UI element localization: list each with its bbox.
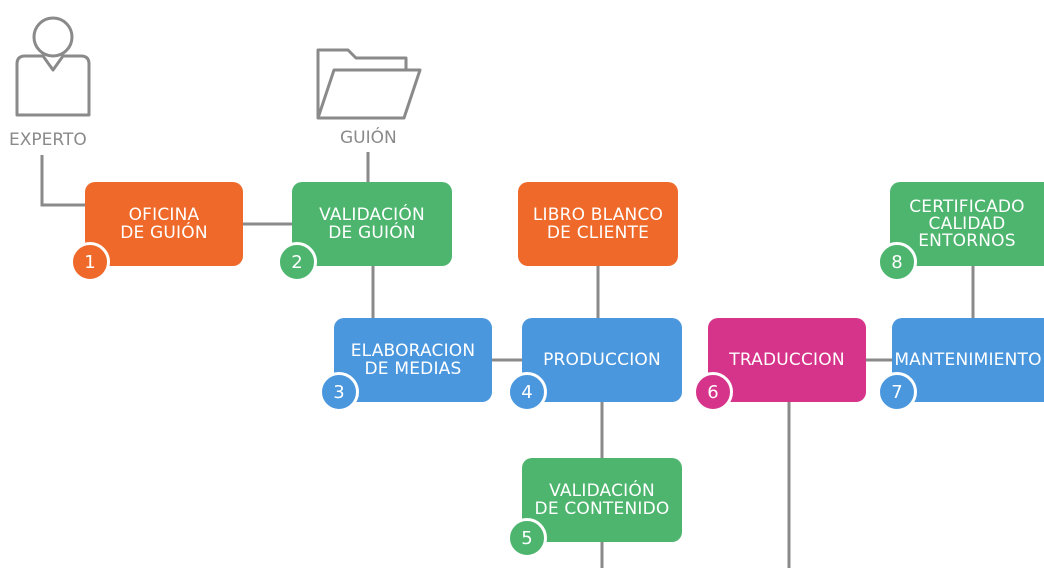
node-certificado-calidad-entornos: CERTIFICADO CALIDAD ENTORNOS [890,182,1044,266]
node-mantenimiento: MANTENIMIENTO [892,318,1044,402]
step-badge-3: 3 [319,372,359,412]
connector-experto-oficina [40,155,88,207]
person-icon [15,16,91,117]
step-badge-2: 2 [277,242,317,282]
node-validacion-guion-label: VALIDACIÓN DE GUIÓN [319,205,425,243]
node-traduccion: TRADUCCION [708,318,866,402]
node-elaboracion-de-medias: ELABORACION DE MEDIAS [334,318,492,402]
node-validacion-de-contenido: VALIDACIÓN DE CONTENIDO [522,458,682,542]
step-badge-1: 1 [70,242,110,282]
node-certificado-label: CERTIFICADO CALIDAD ENTORNOS [909,196,1025,251]
node-oficina-label: OFICINA DE GUIÓN [120,205,208,243]
step-badge-8: 8 [877,242,917,282]
step-badge-6: 6 [693,372,733,412]
step-badge-4: 4 [507,372,547,412]
node-elaboracion-label: ELABORACION DE MEDIAS [350,341,476,379]
node-libro-blanco-label: LIBRO BLANCO DE CLIENTE [532,205,664,243]
node-validacion-contenido-label: VALIDACIÓN DE CONTENIDO [534,481,670,519]
node-validacion-de-guion: VALIDACIÓN DE GUIÓN [292,182,452,266]
node-produccion: PRODUCCION [522,318,682,402]
step-badge-7: 7 [877,372,917,412]
step-badge-5: 5 [507,518,547,558]
folder-icon [316,48,422,120]
node-oficina-de-guion: OFICINA DE GUIÓN [85,182,243,266]
node-mantenimiento-label: MANTENIMIENTO [894,350,1042,370]
node-produccion-label: PRODUCCION [543,350,661,370]
guion-label: GUIÓN [340,128,397,148]
experto-label: EXPERTO [9,130,87,150]
node-traduccion-label: TRADUCCION [729,350,845,370]
node-libro-blanco-de-cliente: LIBRO BLANCO DE CLIENTE [518,182,678,266]
